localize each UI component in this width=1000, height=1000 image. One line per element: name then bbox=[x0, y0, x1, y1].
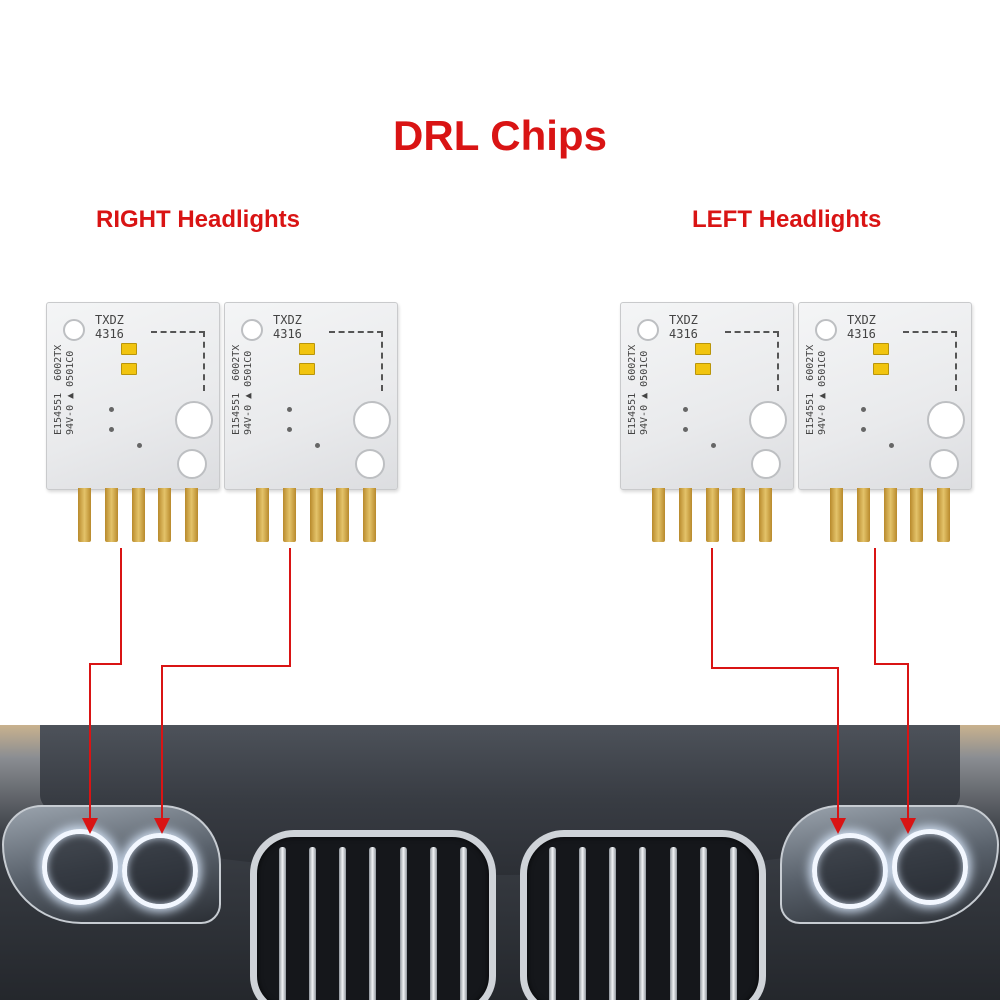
angel-eye-ring bbox=[122, 833, 198, 909]
mounting-hole bbox=[353, 401, 391, 439]
via-dot bbox=[711, 443, 716, 448]
chip-connector-pins bbox=[78, 488, 198, 542]
mounting-hole bbox=[175, 401, 213, 439]
via-dot bbox=[287, 427, 292, 432]
chip-connector-pins bbox=[256, 488, 376, 542]
via-dot bbox=[315, 443, 320, 448]
chip-connector-pins bbox=[830, 488, 950, 542]
via-dot bbox=[683, 407, 688, 412]
left-headlight bbox=[780, 805, 999, 924]
led-emitter bbox=[121, 363, 137, 375]
mounting-hole bbox=[177, 449, 207, 479]
via-dot bbox=[137, 443, 142, 448]
arrow-right-chip-2 bbox=[154, 548, 291, 834]
arrow-left-chip-1 bbox=[711, 548, 846, 834]
car-front-photo bbox=[0, 725, 1000, 1000]
mounting-hole bbox=[63, 319, 85, 341]
kidney-grille-left bbox=[250, 830, 496, 1000]
via-dot bbox=[109, 427, 114, 432]
left-headlights-label: LEFT Headlights bbox=[692, 206, 882, 233]
angel-eye-ring bbox=[812, 833, 888, 909]
via-dot bbox=[287, 407, 292, 412]
led-emitter bbox=[873, 363, 889, 375]
led-emitter bbox=[299, 343, 315, 355]
via-dot bbox=[861, 427, 866, 432]
arrow-left-chip-2 bbox=[874, 548, 916, 834]
mounting-hole bbox=[637, 319, 659, 341]
led-emitter bbox=[695, 343, 711, 355]
angel-eye-ring bbox=[42, 829, 118, 905]
silkscreen-outline bbox=[725, 331, 779, 391]
via-dot bbox=[683, 427, 688, 432]
led-emitter bbox=[121, 343, 137, 355]
arrow-right-chip-1 bbox=[82, 548, 122, 834]
mounting-hole bbox=[241, 319, 263, 341]
led-emitter bbox=[299, 363, 315, 375]
via-dot bbox=[861, 407, 866, 412]
mounting-hole bbox=[355, 449, 385, 479]
led-emitter bbox=[695, 363, 711, 375]
mounting-hole bbox=[751, 449, 781, 479]
right-headlight bbox=[2, 805, 221, 924]
mounting-hole bbox=[927, 401, 965, 439]
led-emitter bbox=[873, 343, 889, 355]
silkscreen-outline bbox=[151, 331, 205, 391]
mounting-hole bbox=[749, 401, 787, 439]
mounting-hole bbox=[929, 449, 959, 479]
right-headlights-label: RIGHT Headlights bbox=[96, 206, 301, 233]
kidney-grille-right bbox=[520, 830, 766, 1000]
mounting-hole bbox=[815, 319, 837, 341]
silkscreen-outline bbox=[329, 331, 383, 391]
via-dot bbox=[109, 407, 114, 412]
silkscreen-outline bbox=[903, 331, 957, 391]
page-title: DRL Chips bbox=[393, 112, 607, 159]
angel-eye-ring bbox=[892, 829, 968, 905]
chip-connector-pins bbox=[652, 488, 772, 542]
via-dot bbox=[889, 443, 894, 448]
